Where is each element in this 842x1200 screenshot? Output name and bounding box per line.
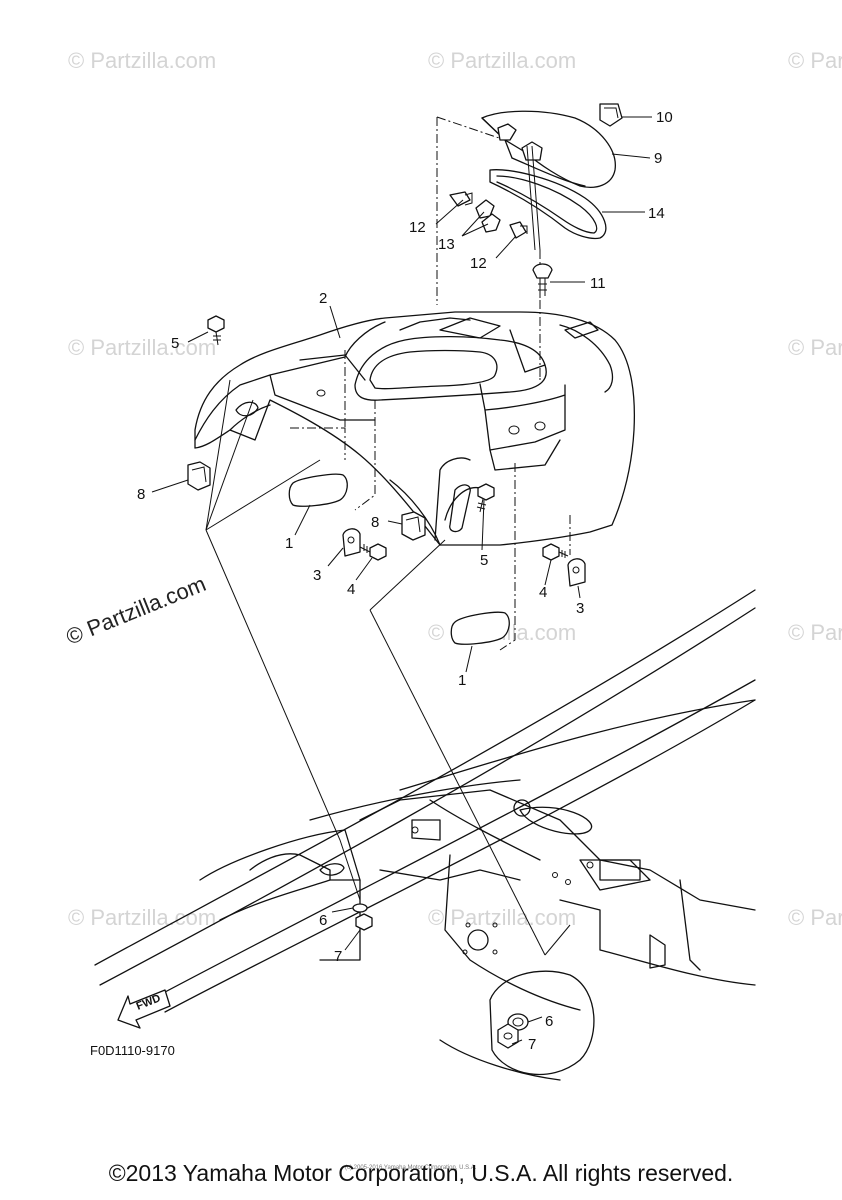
callout-11: 11: [590, 275, 606, 292]
callout-2: 2: [319, 290, 327, 307]
callout-7-front: 7: [334, 948, 342, 965]
dampers: [342, 528, 586, 587]
callout-13: 13: [438, 236, 455, 253]
callout-8-center: 8: [371, 514, 379, 531]
watermark-text: © Partzilla.com: [788, 48, 842, 73]
callout-9: 9: [654, 150, 662, 167]
callout-8-left: 8: [137, 486, 145, 503]
engine-hatch-cover: [194, 311, 636, 546]
watermark-text: © Partzilla.com: [788, 335, 842, 360]
watermark-text: © Partzilla.com: [428, 905, 576, 930]
decals: [288, 473, 510, 645]
callout-5-upper: 5: [171, 335, 179, 352]
bolts-and-screws: [207, 315, 569, 561]
small-print: (c) 2005-2016 Yamaha Motor Corporation, …: [345, 1165, 477, 1171]
watermark-text: © Partzilla.com: [788, 905, 842, 930]
watermark-text: © Partzilla.com: [68, 335, 216, 360]
callout-4-left: 4: [347, 581, 355, 598]
watermark-text-dark: © Partzilla.com: [63, 571, 210, 650]
callout-3-left: 3: [313, 567, 321, 584]
clips: [187, 461, 426, 541]
watermark-text: © Partzilla.com: [68, 48, 216, 73]
hull-deck-frame: [94, 589, 756, 1081]
figure-code: F0D1110-9170: [90, 1043, 175, 1058]
callout-1-left: 1: [285, 535, 293, 552]
callout-6-front: 6: [319, 912, 327, 929]
callout-10: 10: [656, 109, 673, 126]
copyright-footer: ©2013 Yamaha Motor Corporation, U.S.A. A…: [108, 1160, 734, 1186]
callout-leaders: [151, 116, 652, 951]
callout-5-center: 5: [480, 552, 488, 569]
watermark-text: © Partzilla.com: [788, 620, 842, 645]
inset-detail-nut-washer: [489, 970, 595, 1076]
callout-4-right: 4: [539, 584, 547, 601]
callout-6-inset: 6: [545, 1013, 553, 1030]
callout-12-lower: 12: [470, 255, 487, 272]
callout-labels: 10 9 14 12 13 12 11 2 5 8 1 8 3 4 5 4 3 …: [137, 109, 673, 1053]
callout-12-upper: 12: [409, 219, 426, 236]
long-leader-lines: [205, 379, 571, 956]
watermark-text: © Partzilla.com: [68, 905, 216, 930]
callout-14: 14: [648, 205, 665, 222]
callout-1-right: 1: [458, 672, 466, 689]
callout-7-inset: 7: [528, 1036, 536, 1053]
storage-lid-assembly: [449, 103, 623, 296]
callout-3-right: 3: [576, 600, 584, 617]
forward-direction-arrow: FWD: [117, 989, 171, 1029]
watermark-text: © Partzilla.com: [428, 48, 576, 73]
